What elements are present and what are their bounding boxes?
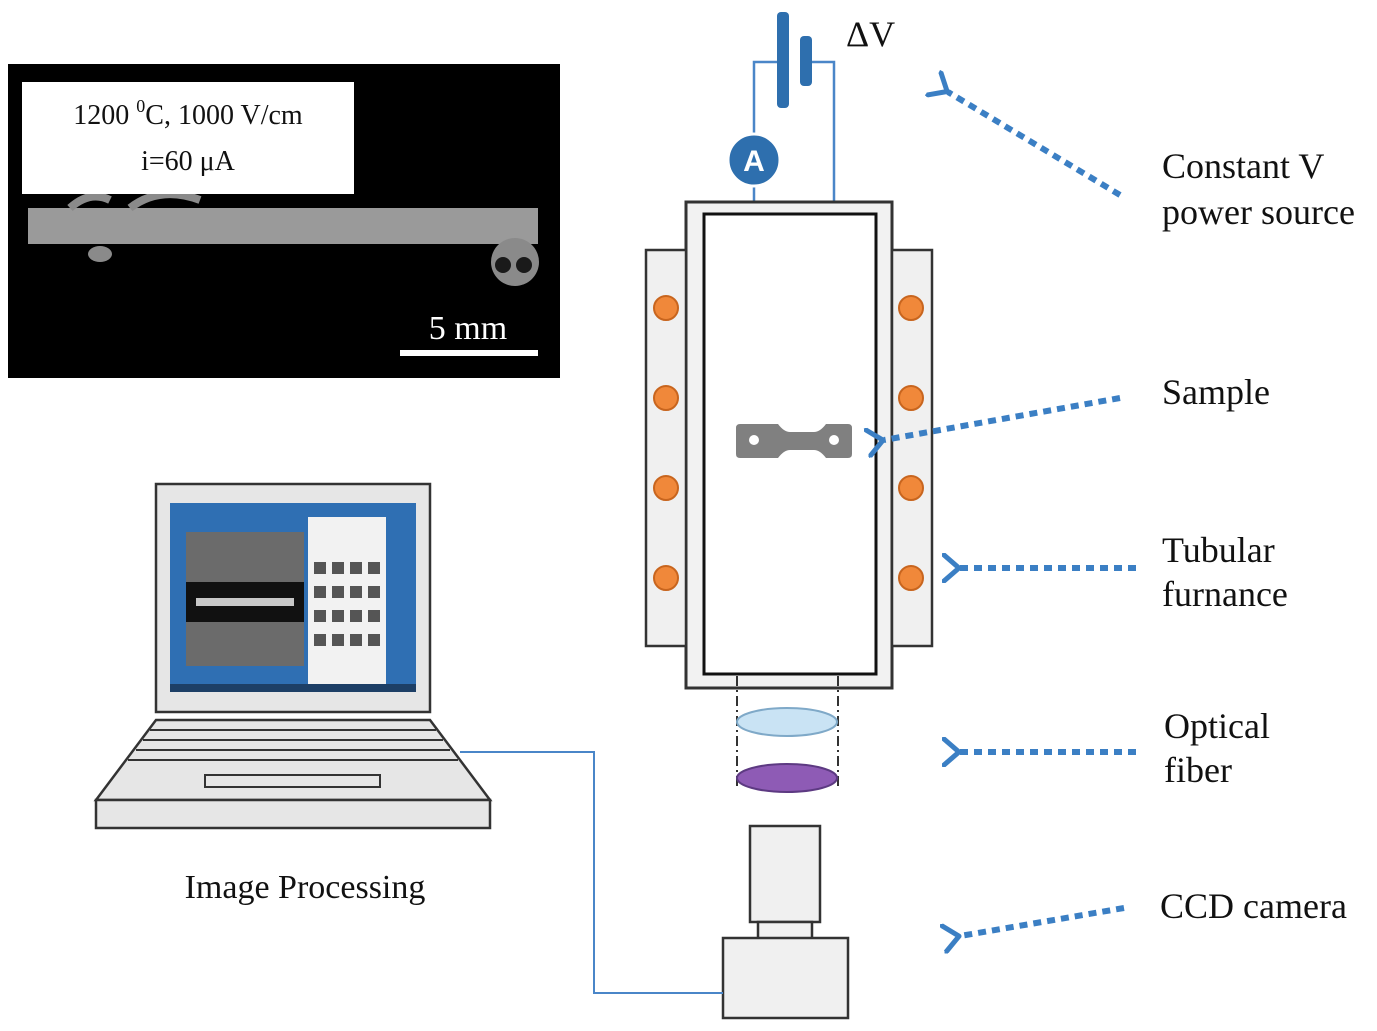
heating-element	[653, 565, 679, 591]
ammeter-icon	[726, 132, 782, 188]
label-fiber-line2: fiber	[1164, 750, 1232, 790]
heating-element	[653, 385, 679, 411]
component-labels: Constant V power source Sample Tubular f…	[1160, 146, 1355, 926]
label-sample: Sample	[1162, 372, 1270, 412]
wire-left-top	[752, 60, 778, 160]
scale-bar-label: 5 mm	[429, 310, 507, 347]
optical-fiber	[736, 676, 839, 793]
heating-element	[898, 565, 924, 591]
label-power-source-line2: power source	[1162, 192, 1355, 232]
camera-lens-barrel	[748, 824, 822, 924]
heating-element	[898, 295, 924, 321]
battery-long-plate	[777, 12, 789, 108]
ammeter-label: A	[743, 145, 765, 178]
image-processing-label: Image Processing	[185, 869, 426, 906]
heating-element	[653, 475, 679, 501]
data-cable	[460, 751, 723, 994]
lens-top	[736, 707, 838, 737]
arrow-power-source	[948, 92, 1122, 198]
power-circuit: ΔV A	[726, 12, 895, 430]
lens-bottom	[736, 763, 838, 793]
arrow-sample	[884, 395, 1121, 440]
battery-short-plate	[800, 36, 812, 86]
arrow-ccd-camera	[960, 905, 1125, 936]
laptop-trackpad	[204, 774, 381, 788]
ccd-camera	[721, 824, 850, 1020]
sample-strip-image	[28, 208, 538, 244]
voltage-label: ΔV	[846, 14, 895, 54]
label-ccd-camera: CCD camera	[1160, 886, 1347, 926]
heating-element	[898, 475, 924, 501]
label-furnace-line1: Tubular	[1162, 530, 1275, 570]
label-fiber-line1: Optical	[1164, 706, 1270, 746]
sample-dogbone	[736, 424, 852, 458]
heating-element	[898, 385, 924, 411]
pointer-arrows	[884, 92, 1136, 936]
label-power-source-line1: Constant V	[1162, 146, 1324, 186]
condition-temperature-field: 1200 0C, 1000 V/cm	[73, 96, 303, 131]
camera-body	[721, 936, 850, 1020]
sample-micrograph-inset: 1200 0C, 1000 V/cm i=60 μA 5 mm	[8, 64, 560, 378]
label-furnace-line2: furnance	[1162, 574, 1288, 614]
scale-bar	[400, 350, 538, 356]
condition-label-box	[22, 82, 354, 194]
heating-element	[653, 295, 679, 321]
condition-current: i=60 μA	[141, 146, 236, 177]
laptop-icon	[93, 482, 493, 830]
tubular-furnace	[644, 200, 934, 690]
